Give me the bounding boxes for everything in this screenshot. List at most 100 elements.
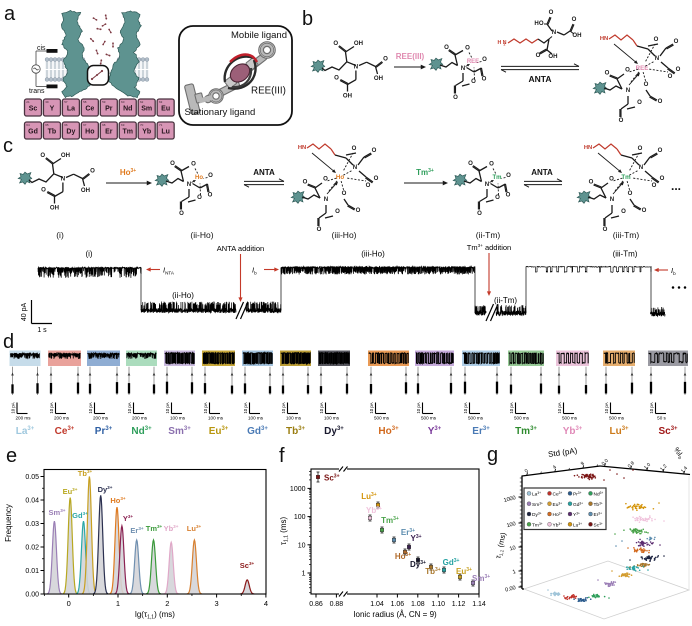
svg-text:O: O xyxy=(658,98,663,105)
svg-text:O: O xyxy=(40,152,45,159)
svg-text:Ce3+: Ce3+ xyxy=(55,426,75,437)
svg-text:O: O xyxy=(444,44,449,51)
svg-text:Sc3+: Sc3+ xyxy=(324,474,340,483)
svg-text:OH: OH xyxy=(572,32,581,39)
svg-text:Eu3+: Eu3+ xyxy=(209,426,229,437)
svg-text:Er3+: Er3+ xyxy=(401,528,415,537)
svg-text:O: O xyxy=(197,194,202,201)
svg-text:O: O xyxy=(468,160,473,167)
svg-text:O: O xyxy=(536,52,541,59)
svg-text:Sc3+: Sc3+ xyxy=(240,561,255,570)
svg-text:Mobile ligand: Mobile ligand xyxy=(231,30,287,41)
svg-text:Pr: Pr xyxy=(105,106,113,113)
svg-text:10 pA: 10 pA xyxy=(203,402,208,413)
svg-text:Lu3+: Lu3+ xyxy=(573,522,582,528)
svg-text:(i): (i) xyxy=(56,230,64,240)
svg-text:100 ms: 100 ms xyxy=(170,416,186,421)
svg-text:Ionic radius (Å, CN = 9): Ionic radius (Å, CN = 9) xyxy=(353,610,437,619)
svg-text:Er3+: Er3+ xyxy=(594,512,603,518)
svg-text:1: 1 xyxy=(512,569,516,576)
svg-text:500 ms: 500 ms xyxy=(374,416,390,421)
svg-text:O: O xyxy=(465,45,470,52)
svg-text:O: O xyxy=(179,210,184,217)
svg-text:O: O xyxy=(477,210,482,217)
svg-text:10 pA: 10 pA xyxy=(165,402,170,413)
svg-text:Std (pA): Std (pA) xyxy=(547,446,578,459)
svg-text:2: 2 xyxy=(504,43,506,47)
svg-text:Er3+: Er3+ xyxy=(130,526,143,535)
svg-text:OH: OH xyxy=(81,187,90,194)
svg-text:Eu3+: Eu3+ xyxy=(553,501,563,507)
svg-text:O: O xyxy=(170,160,175,167)
svg-text:Ho3+: Ho3+ xyxy=(378,426,399,437)
svg-text:0.03: 0.03 xyxy=(25,521,39,528)
svg-text:O: O xyxy=(642,207,647,214)
svg-text:O: O xyxy=(342,190,347,197)
svg-text:Tm: Tm xyxy=(493,175,502,181)
svg-text:O: O xyxy=(660,175,665,182)
svg-text:O: O xyxy=(572,16,577,23)
svg-text:Y3+: Y3+ xyxy=(410,534,421,543)
svg-text:f: f xyxy=(279,445,285,467)
svg-text:Yb3+: Yb3+ xyxy=(164,524,179,533)
svg-text:63: 63 xyxy=(159,100,163,104)
svg-text:Dy3+: Dy3+ xyxy=(410,560,426,569)
svg-text:500 ms: 500 ms xyxy=(514,416,530,421)
svg-text:Gd3+: Gd3+ xyxy=(443,558,460,567)
svg-text:O: O xyxy=(674,38,679,45)
svg-text:O: O xyxy=(90,168,95,175)
svg-text:HO: HO xyxy=(534,20,543,27)
svg-text:Tm3+: Tm3+ xyxy=(532,522,543,528)
svg-text:O: O xyxy=(335,208,340,215)
svg-text:O: O xyxy=(589,179,594,186)
svg-text:100: 100 xyxy=(506,521,516,529)
svg-text:Tb: Tb xyxy=(48,129,57,136)
svg-text:Sc: Sc xyxy=(29,106,38,113)
svg-text:62: 62 xyxy=(140,100,144,104)
svg-text:69: 69 xyxy=(121,123,125,127)
svg-text:O: O xyxy=(676,66,681,73)
svg-text:N: N xyxy=(354,64,358,71)
svg-text:Dy3+: Dy3+ xyxy=(98,485,113,494)
svg-text:REE: REE xyxy=(636,65,649,72)
svg-text:Ho: Ho xyxy=(336,174,344,181)
svg-text:N: N xyxy=(353,164,357,171)
svg-text:10 pA: 10 pA xyxy=(557,402,562,413)
svg-text:%Ib: %Ib xyxy=(672,445,687,460)
svg-text:(iii-Ho): (iii-Ho) xyxy=(331,230,356,240)
svg-text:100 ms: 100 ms xyxy=(286,416,302,421)
svg-text:O: O xyxy=(352,145,357,152)
svg-text:Er: Er xyxy=(105,129,113,136)
svg-text:Tb3+: Tb3+ xyxy=(425,567,441,576)
svg-text:58: 58 xyxy=(83,100,87,104)
svg-text:68: 68 xyxy=(102,123,106,127)
svg-text:O: O xyxy=(453,94,458,101)
svg-text:0.04: 0.04 xyxy=(25,498,39,505)
svg-text:N: N xyxy=(485,181,489,188)
svg-text:O: O xyxy=(334,75,339,82)
svg-text:Yb3+: Yb3+ xyxy=(366,506,382,515)
svg-text:N: N xyxy=(187,181,191,188)
svg-text:10 pA: 10 pA xyxy=(88,402,93,413)
svg-text:...: ... xyxy=(671,179,681,193)
svg-text:O: O xyxy=(603,226,608,233)
svg-text:Dy: Dy xyxy=(66,129,75,136)
svg-text:1.0: 1.0 xyxy=(643,462,652,471)
svg-text:H N: H N xyxy=(498,40,507,46)
svg-text:Lu3+: Lu3+ xyxy=(609,426,629,437)
svg-text:100: 100 xyxy=(294,514,306,521)
svg-text:O: O xyxy=(383,56,388,63)
svg-text:2: 2 xyxy=(165,599,169,608)
svg-text:O: O xyxy=(317,226,322,233)
svg-text:4: 4 xyxy=(552,464,558,470)
svg-text:cis: cis xyxy=(37,45,46,52)
svg-text:Sm3+: Sm3+ xyxy=(168,426,191,437)
svg-text:N: N xyxy=(61,176,65,183)
svg-text:INTA: INTA xyxy=(163,266,175,276)
svg-text:O: O xyxy=(323,176,328,183)
svg-text:10: 10 xyxy=(509,545,516,552)
svg-text:O: O xyxy=(333,40,338,47)
svg-text:65: 65 xyxy=(45,123,49,127)
svg-text:Sc3+: Sc3+ xyxy=(594,522,603,528)
svg-text:Gd: Gd xyxy=(28,129,38,136)
